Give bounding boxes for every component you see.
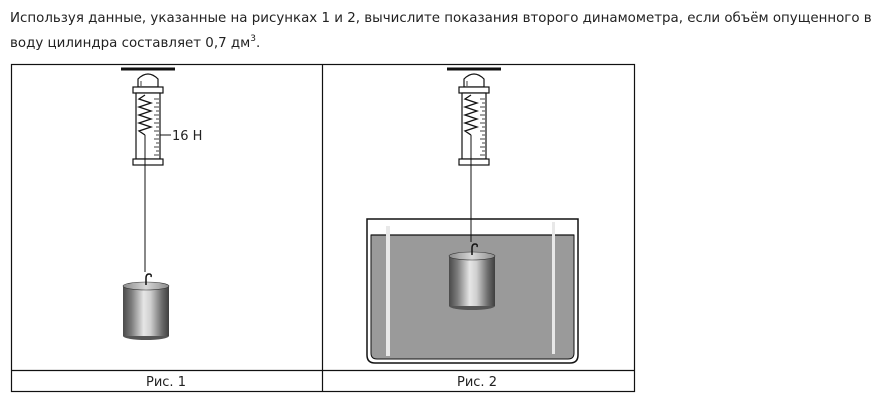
force-reading-label: 16 Н bbox=[172, 129, 202, 144]
cylinder-1 bbox=[122, 273, 170, 341]
problem-text-main: Используя данные, указанные на рисунках … bbox=[10, 11, 872, 51]
unit-exponent: 3 bbox=[250, 34, 256, 44]
cylinder-2 bbox=[448, 243, 496, 311]
problem-statement: Используя данные, указанные на рисунках … bbox=[10, 6, 878, 56]
dynamometer-1 bbox=[119, 67, 177, 167]
figure-2-caption: Рис. 2 bbox=[457, 375, 497, 390]
dynamometer-2 bbox=[445, 67, 503, 167]
figure-1-caption: Рис. 1 bbox=[146, 375, 186, 390]
figure-1-panel: 16 Н Рис. 1 bbox=[119, 67, 202, 390]
problem-text-end: . bbox=[255, 36, 261, 51]
figure-2-panel: Рис. 2 bbox=[366, 67, 579, 390]
